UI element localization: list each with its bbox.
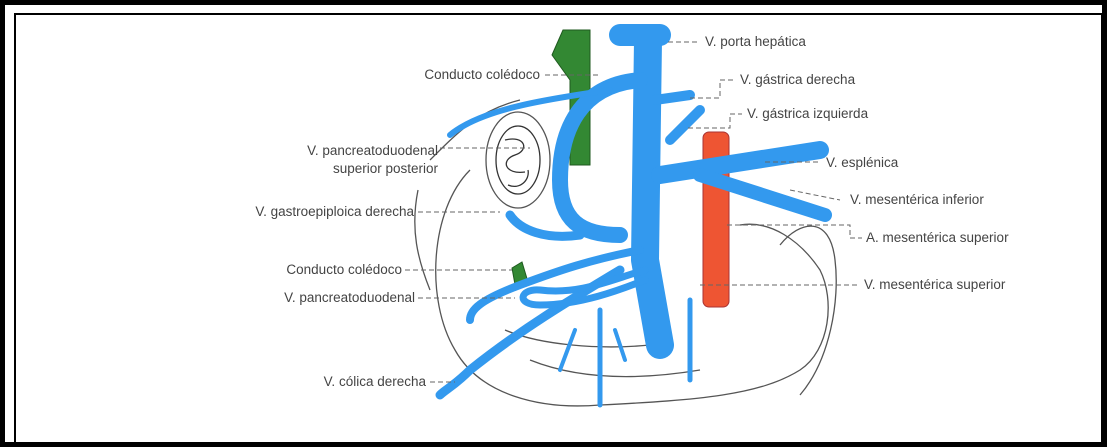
label-pancreatoduodenal-sup-post-2: superior posterior (270, 161, 438, 177)
label-colica-derecha: V. cólica derecha (290, 374, 426, 390)
label-mesenterica-inferior: V. mesentérica inferior (850, 192, 984, 208)
label-a-mesenterica-superior: A. mesentérica superior (866, 230, 1009, 246)
label-gastroepiploica-derecha: V. gastroepiploica derecha (200, 204, 414, 220)
portal-venous-system (440, 35, 825, 405)
label-gastrica-derecha: V. gástrica derecha (740, 72, 855, 88)
label-pancreatoduodenal: V. pancreatoduodenal (240, 290, 415, 306)
label-v-mesenterica-superior: V. mesentérica superior (864, 277, 1005, 293)
label-pancreatoduodenal-sup-post-1: V. pancreatoduodenal (270, 143, 438, 159)
label-coledoco-inferior: Conducto colédoco (260, 262, 402, 278)
label-porta-hepatica: V. porta hepática (705, 34, 806, 50)
label-esplenica: V. esplénica (826, 155, 898, 171)
label-gastrica-izquierda: V. gástrica izquierda (747, 106, 868, 122)
label-coledoco-superior: Conducto colédoco (398, 67, 540, 83)
